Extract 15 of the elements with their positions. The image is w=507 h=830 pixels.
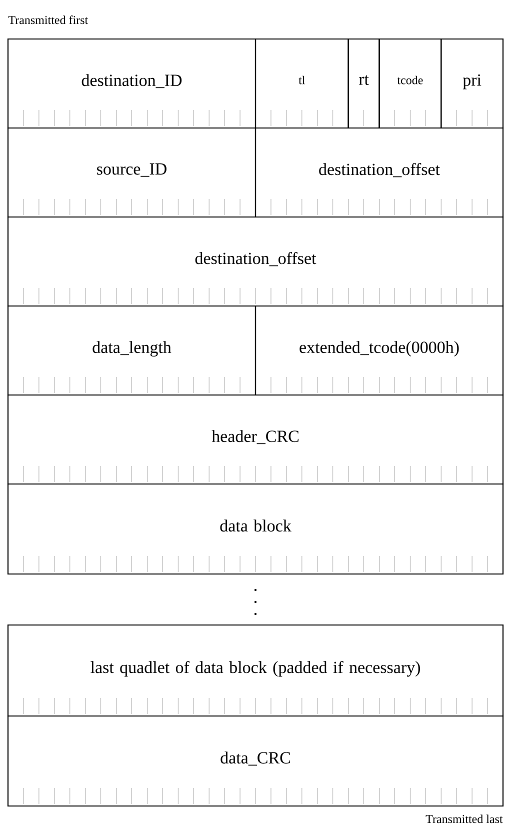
caption-text: Transmitted first — [8, 16, 88, 24]
field-box: data_length — [7, 305, 256, 396]
field-box: destination_offset — [254, 127, 504, 218]
field-box: tl — [254, 38, 349, 129]
field-box: pri — [440, 38, 504, 129]
field-box: data block — [7, 483, 504, 575]
field-box: last quadlet of data block (padded if necessary) — [7, 624, 504, 717]
field-box: extended_tcode(0000h) — [254, 305, 504, 396]
field-box: destination_ID — [7, 38, 256, 129]
field-box: source_ID — [7, 127, 256, 218]
field-box: header_CRC — [7, 394, 504, 485]
field-box: tcode — [378, 38, 442, 129]
field-box: data_CRC — [7, 715, 504, 807]
field-box: destination_offset — [7, 216, 504, 307]
field-box: rt — [348, 38, 380, 129]
